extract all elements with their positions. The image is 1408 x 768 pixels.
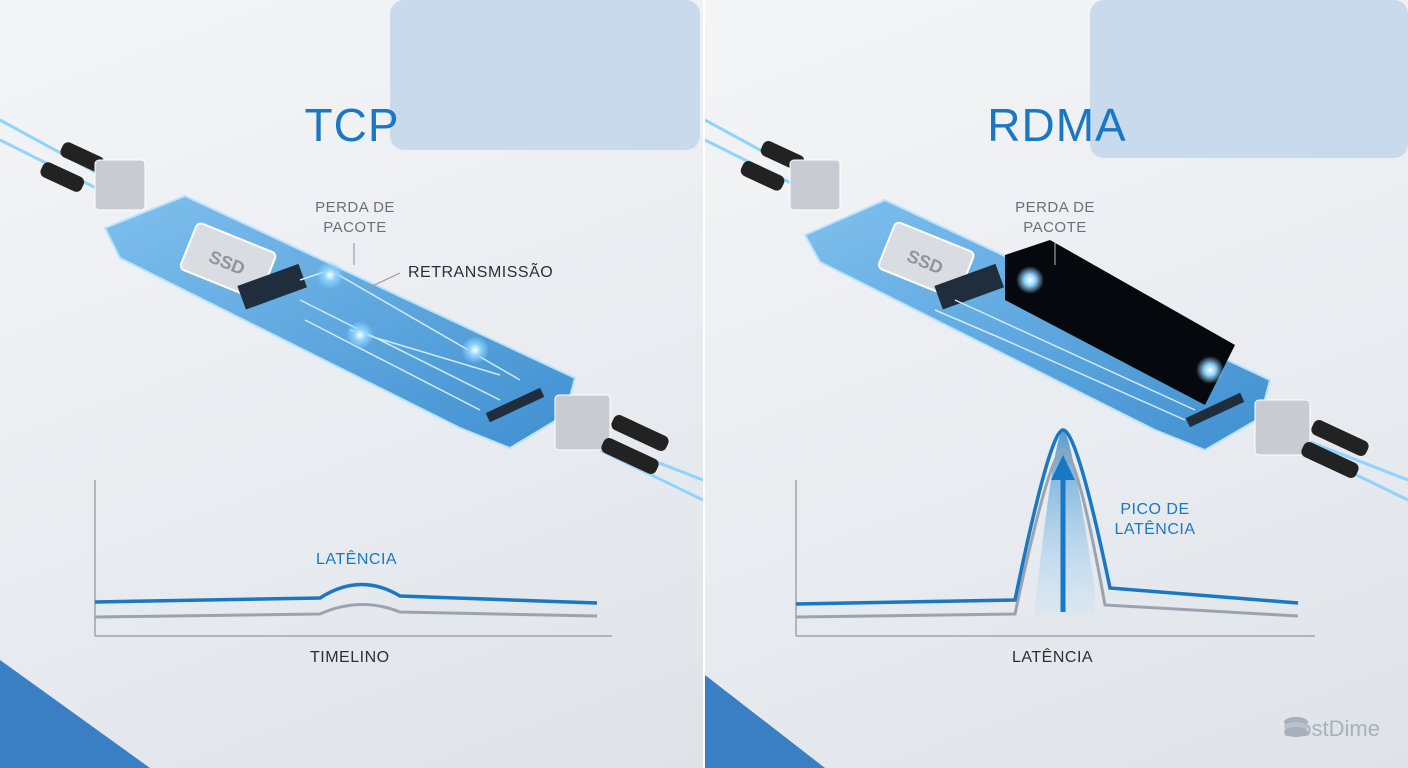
fiber-connector [40, 162, 85, 192]
connector-slot [1185, 392, 1245, 428]
fiber-connector [60, 142, 105, 172]
tcp-illustration: SSD [0, 0, 703, 768]
signal-glow [346, 321, 374, 349]
latency-curve [94, 582, 598, 605]
retransmission-label: RETRANSMISSÃO [408, 264, 554, 281]
monitor-stand [390, 0, 700, 150]
x-axis-label: LATÊNCIA [1012, 649, 1094, 666]
panel-title: TCP [304, 99, 400, 151]
retransmission-arrow [367, 272, 401, 289]
memory-chip [934, 263, 1004, 310]
signal-glow [316, 261, 344, 289]
latency-baseline-gray [795, 448, 1299, 619]
desk-edge [0, 660, 150, 768]
circuit-traces [934, 299, 1196, 421]
sfp-module [94, 159, 146, 211]
latency-spike-curve [795, 428, 1299, 606]
spike-arrow-head [1051, 455, 1075, 480]
desk-edge [705, 675, 825, 768]
monitor-stand [1090, 0, 1408, 158]
latency-curve-label: LATÊNCIA [316, 551, 398, 568]
latency-baseline-gray [94, 603, 598, 619]
signal-glow [1196, 356, 1224, 384]
blackout-region [1005, 240, 1235, 405]
fiber-connector [740, 161, 785, 191]
signal-glow [1016, 266, 1044, 294]
packet-loss-label: PERDA DE PACOTE [315, 199, 395, 236]
memory-chip [237, 263, 307, 310]
fiber-connector [1311, 420, 1369, 456]
rdma-panel: SSD RDMA PERDA DE PACOTE PICO DE LATÊNCI… [705, 0, 1408, 768]
sfp-module [789, 159, 841, 211]
fiber-connector [601, 438, 659, 474]
panel-title: RDMA [987, 99, 1127, 151]
brand-logo: HostDime [1283, 716, 1380, 742]
connector-slot [485, 387, 545, 423]
fiber-connector [611, 415, 669, 451]
sfp-module [554, 394, 611, 451]
tcp-panel: SSD TCP PERDA DE PACOTE RETRANSMISSÃO LA… [0, 0, 703, 768]
sfp-module [1254, 399, 1311, 456]
latency-spike-label: PICO DE LATÊNCIA [1114, 501, 1196, 538]
packet-loss-label: PERDA DE PACOTE [1015, 199, 1095, 236]
x-axis-label: TIMELINO [310, 649, 390, 666]
panel-divider [703, 0, 705, 768]
fiber-connector [1301, 442, 1359, 478]
rdma-illustration: SSD [705, 0, 1408, 768]
stacked-disc-icon [1284, 717, 1309, 737]
signal-glow [461, 336, 489, 364]
